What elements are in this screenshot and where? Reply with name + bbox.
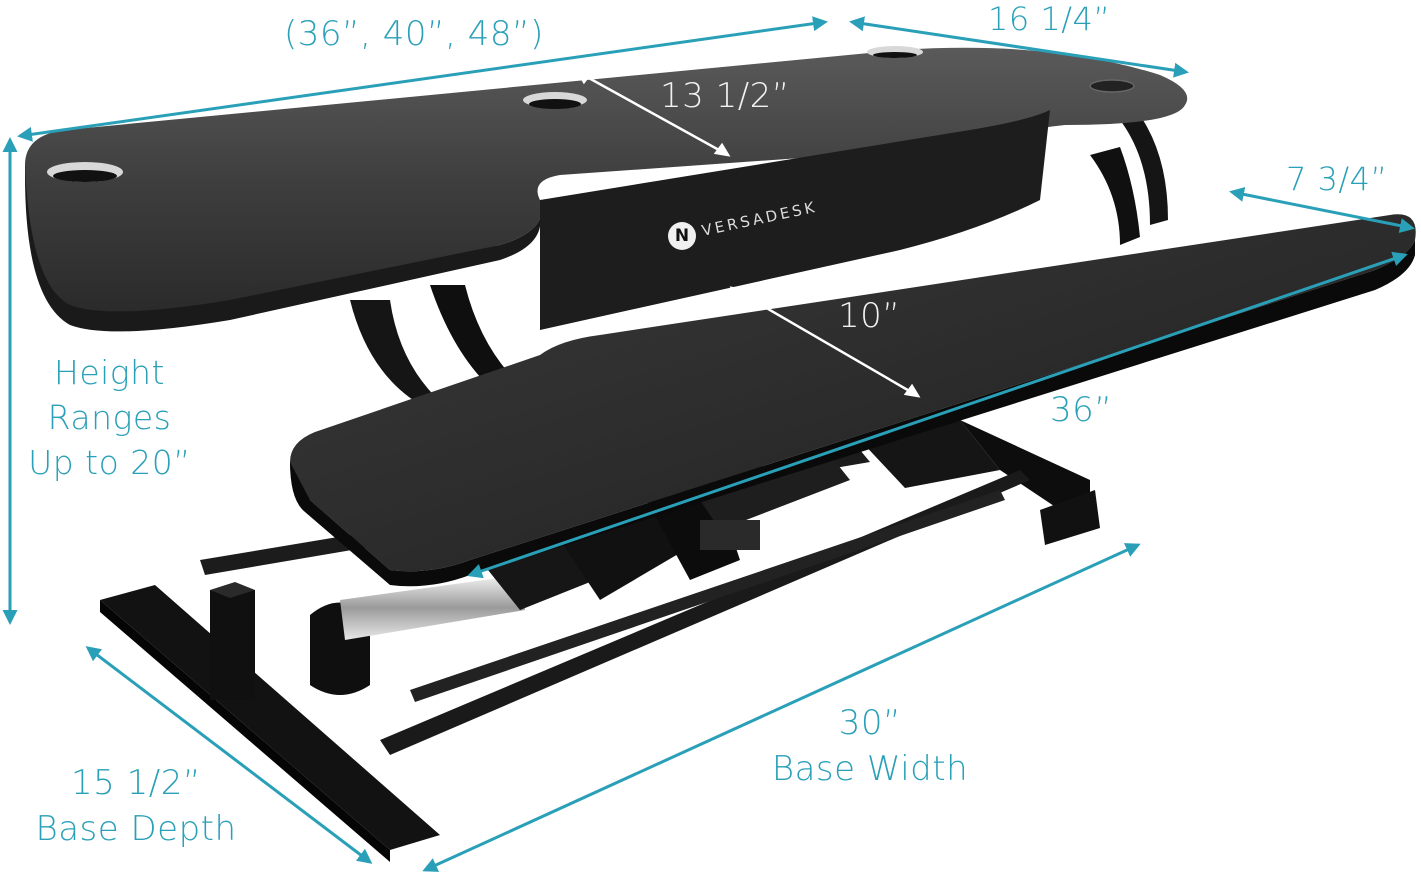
tray-depth-label: 7 3/4” [1286,160,1388,198]
keyboard-tray [290,214,1416,587]
inner-depth-line [577,70,729,157]
desk-depth-line [849,16,1189,78]
height-range-label: Height Ranges Up to 20” [22,350,197,485]
base-width-value: 30” [838,703,902,743]
height-range-line2: Ranges [47,398,172,437]
tray-depth-line [1229,186,1415,234]
tray-width-line [467,251,1408,579]
base-depth-line [85,646,373,864]
desk-width-options-label: (36”, 40”, 48”) [284,14,544,54]
base-width-line [422,543,1141,872]
desk-depth-label: 16 1/4” [988,0,1111,38]
desk-width-line [17,16,828,142]
inner-dimension-lines [575,70,921,398]
base-width-caption: Base Width [771,749,969,789]
base-depth-caption: Base Depth [35,809,237,849]
tray-clearance-label: 10” [838,296,901,336]
base-width-label: 30” Base Width [760,700,980,792]
base-depth-value: 15 1/2” [71,763,201,803]
upper-inner-depth-label: 13 1/2” [660,76,790,116]
height-range-line3: Up to 20” [28,443,191,482]
dimension-lines [2,16,1415,872]
versadesk-logo-icon: N [668,222,696,250]
base-depth-label: 15 1/2” Base Depth [26,760,246,852]
control-button [1089,79,1135,93]
tray-clearance-line [731,286,919,398]
height-range-line1: Height [54,353,165,392]
tray-width-label: 36” [1050,390,1113,430]
